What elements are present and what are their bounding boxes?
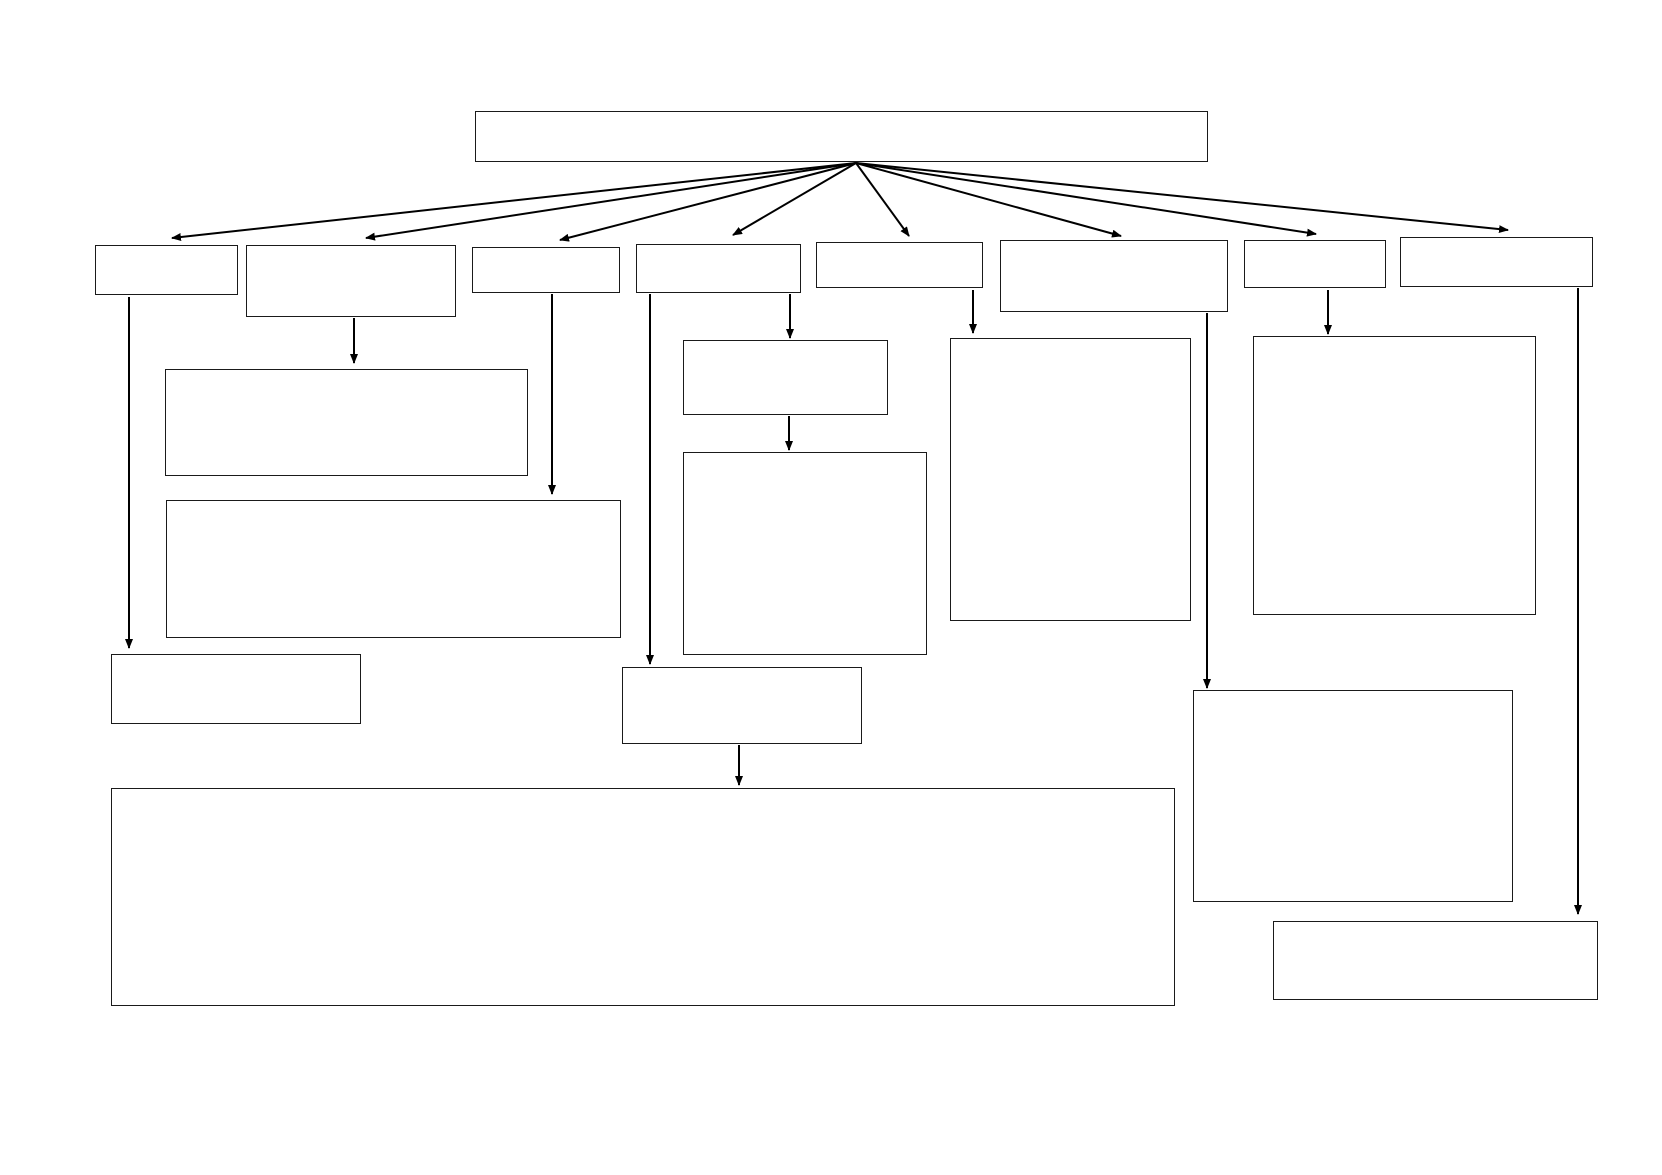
branch-2-child-box	[165, 369, 528, 476]
arrow-root-to-branch-8	[855, 162, 1509, 234]
branch-7-box	[1244, 240, 1386, 288]
branch-4-child-b-box	[622, 667, 862, 744]
branch-5-box	[816, 242, 983, 288]
branch-8-child-box	[1273, 921, 1598, 1000]
branch-4-child-b-child-box	[111, 788, 1175, 1006]
arrow-root-to-branch-3	[559, 162, 857, 242]
arrow-root-to-branch-2	[365, 162, 857, 241]
arrow-root-to-branch-1	[171, 162, 857, 241]
arrow-root-to-branch-7	[855, 162, 1317, 237]
branch-3-box	[472, 247, 620, 293]
branch-3-child-box	[166, 500, 621, 638]
branch-7-child-box	[1253, 336, 1536, 615]
arrow-root-to-branch-4	[732, 162, 857, 236]
branch-6-box	[1000, 240, 1228, 312]
branch-4-child-a-child-box	[683, 452, 927, 655]
branch-8-box	[1400, 237, 1593, 287]
branch-1-child-box	[111, 654, 361, 724]
branch-4-box	[636, 244, 801, 293]
branch-6-child-box	[1193, 690, 1513, 902]
branch-5-child-box	[950, 338, 1191, 621]
branch-1-box	[95, 245, 238, 295]
root-box	[475, 111, 1208, 162]
branch-2-box	[246, 245, 456, 317]
branch-4-child-a-box	[683, 340, 888, 415]
arrow-root-to-branch-6	[855, 162, 1122, 238]
arrow-root-to-branch-5	[855, 162, 910, 237]
